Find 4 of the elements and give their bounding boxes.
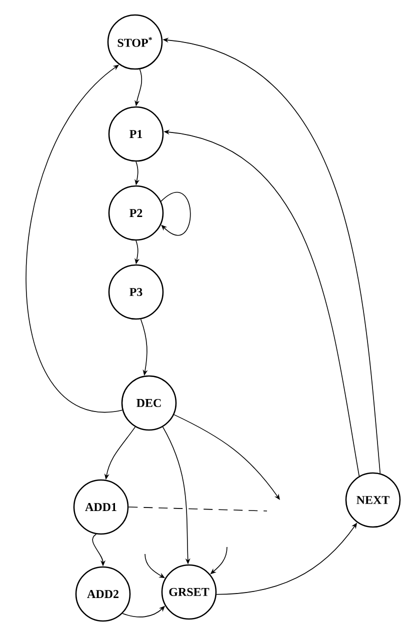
arrow: [26, 64, 123, 412]
dashed-line: [128, 506, 268, 512]
arrow: [174, 414, 280, 500]
arrow: [160, 192, 191, 236]
